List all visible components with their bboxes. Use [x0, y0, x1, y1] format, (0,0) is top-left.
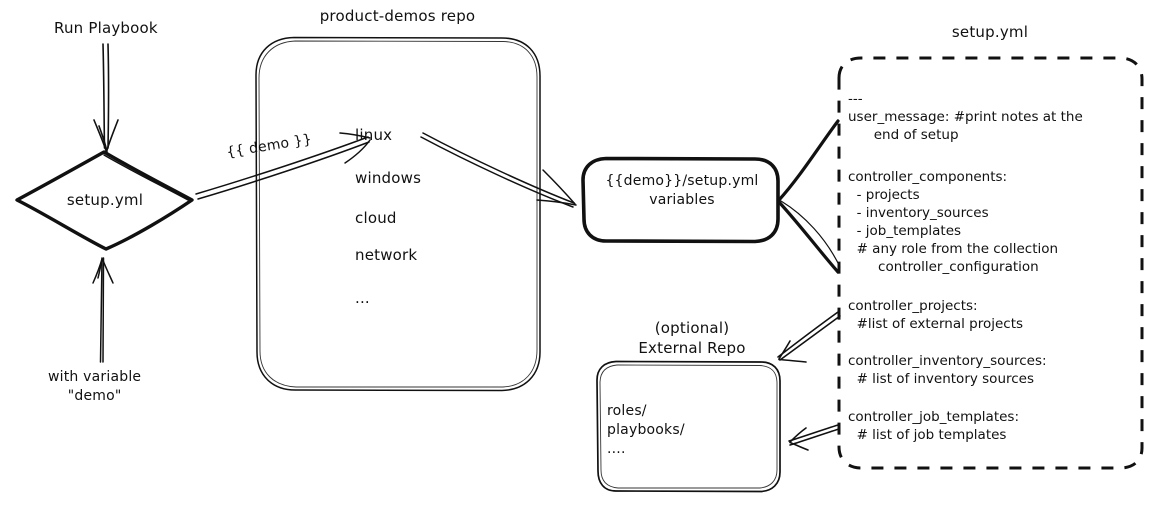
setup-yml-panel-title: setup.yml: [951, 23, 1029, 41]
run-playbook-label: Run Playbook: [54, 19, 158, 37]
setup-to-external-repo-arrow-lower: [788, 424, 840, 451]
with-variable-arrow: [92, 257, 114, 363]
setup-yml-node-label: setup.yml: [66, 191, 144, 209]
external-repo-contents: roles/ playbooks/ ....: [607, 403, 685, 457]
external-repo-title: (optional) External Repo: [638, 319, 746, 357]
repo-item-network: network: [355, 246, 418, 264]
setup-to-external-repo-arrow-upper: [777, 311, 841, 363]
repo-item-linux: linux: [355, 126, 393, 144]
demo-variables-box-label: {{demo}}/setup.yml variables: [605, 173, 759, 208]
demo-variable-arrow: [195, 132, 371, 200]
linux-to-variables-arrow: [420, 132, 577, 208]
yaml-block-controller-components: controller_components: - projects - inve…: [848, 169, 1059, 275]
repo-item-cloud: cloud: [355, 209, 397, 227]
run-playbook-arrow: [93, 43, 119, 153]
yaml-block-controller-projects: controller_projects: #list of external p…: [848, 298, 1024, 332]
repo-item-ellipsis: ...: [355, 289, 370, 307]
yaml-block-user-message: --- user_message: #print notes at the en…: [848, 91, 1083, 143]
product-demos-repo-title: product-demos repo: [319, 7, 476, 25]
repo-item-windows: windows: [355, 169, 422, 187]
with-variable-label: with variable "demo": [48, 369, 142, 404]
yaml-block-controller-inventory-sources: controller_inventory_sources: # list of …: [848, 353, 1047, 387]
demo-variables-box: [581, 156, 780, 244]
variables-to-setup-lines: [777, 119, 841, 274]
external-repo-box: [596, 360, 781, 493]
setup-yml-dashed-panel: [837, 56, 1144, 470]
setup-yml-diamond: [15, 150, 194, 251]
yaml-block-controller-job-templates: controller_job_templates: # list of job …: [848, 409, 1020, 443]
product-demos-repo-box: [255, 36, 541, 392]
